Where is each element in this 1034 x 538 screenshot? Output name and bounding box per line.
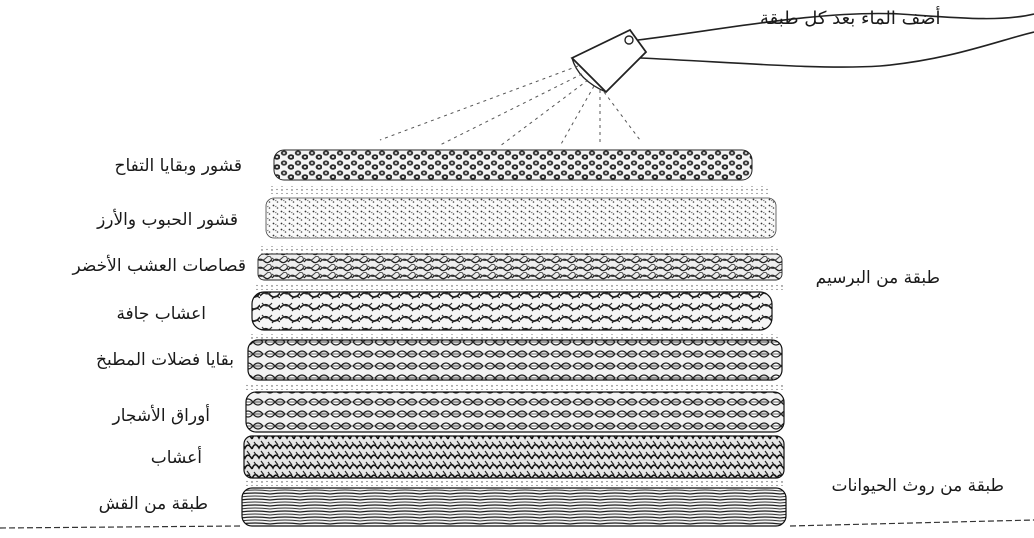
layer-label-tree-leaves: أوراق الأشجار xyxy=(113,408,210,425)
layer-label-kitchen-scraps: بقايا فضلات المطبخ xyxy=(96,352,234,369)
side-label-manure: طبقة من روث الحيوانات xyxy=(832,478,1004,495)
layer-separator xyxy=(246,384,784,390)
layer-separator xyxy=(256,284,784,290)
layer-apple-peels xyxy=(274,150,752,180)
compost-pile xyxy=(242,150,786,526)
layer-label-grain-husks: قشور الحبوب والأرز xyxy=(97,212,238,229)
layer-dry-weeds xyxy=(252,292,772,330)
layer-weeds xyxy=(244,436,784,478)
layer-label-weeds: أعشاب xyxy=(151,450,202,467)
layer-manure xyxy=(244,480,784,486)
layer-grain-husks xyxy=(266,198,776,238)
layer-kitchen-scraps xyxy=(248,340,782,380)
layer-label-apple-peels: قشور وبقايا التفاح xyxy=(114,158,242,175)
layer-tree-leaves xyxy=(246,392,784,432)
side-label-clover: طبقة من البرسيم xyxy=(816,270,940,287)
layer-label-grass-clippings: قصاصات العشب الأخضر xyxy=(73,258,247,275)
layer-label-dry-weeds: اعشاب جافة xyxy=(116,306,206,323)
layer-separator xyxy=(250,334,780,340)
instruction-label: أضف الماء بعد كل طبقة xyxy=(760,10,941,28)
layer-grass-clippings xyxy=(258,254,782,280)
layer-label-straw: طبقة من القش xyxy=(99,496,208,513)
layer-clover xyxy=(260,246,780,254)
layer-separator xyxy=(270,186,770,194)
layer-straw xyxy=(242,488,786,526)
